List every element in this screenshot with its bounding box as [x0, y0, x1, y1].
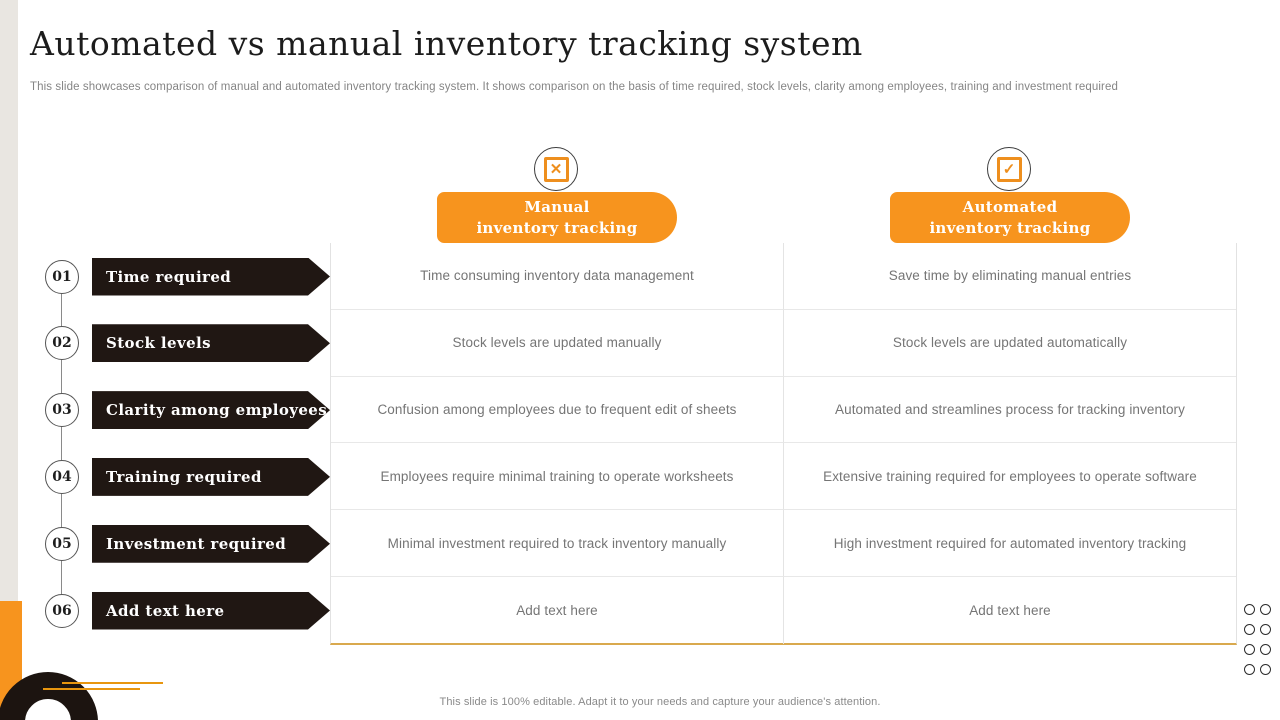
cell-automated-clarity: Automated and streamlines process for tr…: [784, 377, 1236, 444]
dot: [1260, 644, 1271, 655]
cell-manual-placeholder[interactable]: Add text here: [331, 576, 784, 644]
cell-automated-time: Save time by eliminating manual entries: [784, 243, 1236, 310]
cell-automated-stock: Stock levels are updated automatically: [784, 310, 1236, 377]
dot: [1244, 664, 1255, 675]
dot: [1260, 604, 1271, 615]
row-label-clarity-among-employees: Clarity among employees: [92, 391, 330, 429]
row-label-stock-levels: Stock levels: [92, 324, 330, 362]
cell-automated-investment: High investment required for automated i…: [784, 510, 1236, 577]
row-label-add-text-here[interactable]: Add text here: [92, 592, 330, 630]
manual-column-header: Manual inventory tracking: [437, 192, 677, 243]
row-number-badge: 06: [45, 593, 79, 628]
row-number-badge: 03: [45, 393, 79, 428]
dot: [1260, 624, 1271, 635]
automated-icon-badge: ✓: [987, 147, 1031, 191]
orange-line-decoration: [43, 688, 140, 690]
row-label-investment-required: Investment required: [92, 525, 330, 563]
automated-header-line2: inventory tracking: [929, 218, 1091, 237]
manual-icon-badge: ✕: [534, 147, 578, 191]
row-number-connector-line: [61, 277, 62, 612]
row-number-badge: 05: [45, 526, 79, 561]
automated-column-header: Automated inventory tracking: [890, 192, 1130, 243]
row-label-training-required: Training required: [92, 458, 330, 496]
manual-header-line2: inventory tracking: [476, 218, 638, 237]
page-title: Automated vs manual inventory tracking s…: [30, 24, 863, 63]
x-square-icon: ✕: [543, 156, 569, 182]
dot: [1244, 624, 1255, 635]
cell-manual-time: Time consuming inventory data management: [331, 243, 784, 310]
dot: [1244, 644, 1255, 655]
check-square-icon: ✓: [996, 156, 1022, 182]
dots-grid-decoration: [1244, 604, 1271, 675]
left-gray-strip: [0, 0, 18, 601]
row-label-time-required: Time required: [92, 258, 330, 296]
cell-manual-clarity: Confusion among employees due to frequen…: [331, 376, 784, 444]
editable-note: This slide is 100% editable. Adapt it to…: [439, 696, 881, 708]
cell-manual-stock: Stock levels are updated manually: [331, 309, 784, 377]
cell-manual-training: Employees require minimal training to op…: [331, 443, 784, 511]
row-number-badge: 01: [45, 259, 79, 294]
orange-line-decoration: [62, 682, 163, 684]
dot: [1244, 604, 1255, 615]
row-number-badge: 04: [45, 459, 79, 494]
automated-header-line1: Automated: [962, 198, 1058, 217]
dot: [1260, 664, 1271, 675]
row-number-badge: 02: [45, 326, 79, 361]
cell-automated-placeholder[interactable]: Add text here: [969, 602, 1051, 618]
page-subtitle: This slide showcases comparison of manua…: [30, 81, 1118, 93]
cell-manual-investment: Minimal investment required to track inv…: [331, 510, 784, 577]
manual-header-line1: Manual: [524, 198, 590, 217]
cell-automated-training: Extensive training required for employee…: [784, 443, 1236, 511]
comparison-table: Time consuming inventory data management…: [330, 243, 1237, 645]
